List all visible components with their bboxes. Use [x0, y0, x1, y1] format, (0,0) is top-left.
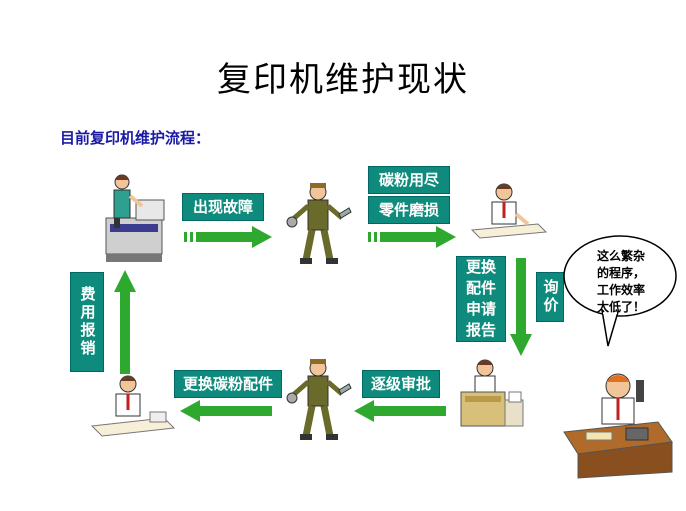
step-replace: 更换碳粉配件 — [174, 370, 282, 398]
arrow-wear — [368, 226, 456, 248]
step-fault: 出现故障 — [182, 193, 264, 221]
step-approval: 逐级审批 — [362, 370, 440, 398]
stressed-worker-phone-icon — [563, 373, 673, 479]
arrow-down — [510, 258, 532, 356]
page-title: 复印机维护现状 — [217, 60, 469, 100]
bubble-line: 工作效率 — [596, 283, 645, 297]
process-subtitle: 目前复印机维护流程： — [60, 129, 211, 147]
arrow-approval — [354, 400, 446, 422]
step-inquiry: 询价 — [536, 272, 564, 322]
copier-operator-icon — [105, 174, 165, 262]
step-request-line: 报告 — [465, 321, 496, 339]
step-reimburse: 费用报销 — [70, 272, 104, 372]
step-request-report: 更换 配件 申请 报告 — [456, 256, 506, 342]
arrow-replace — [180, 400, 272, 422]
manager-desk-icon — [460, 359, 524, 427]
speech-bubble — [563, 235, 677, 347]
bubble-text: 这么繁杂 的程序， 工作效率 太低了！ — [580, 248, 662, 316]
bubble-line: 的程序， — [596, 266, 645, 280]
step-request-line: 配件 — [465, 279, 496, 297]
repairman-icon-2 — [286, 359, 352, 440]
repairman-icon — [286, 183, 352, 264]
arrow-fault — [184, 226, 272, 248]
step-request-line: 更换 — [465, 258, 496, 276]
clerk-writing-icon — [470, 183, 548, 239]
step-request-line: 申请 — [465, 300, 496, 318]
step-parts-worn: 零件磨损 — [368, 196, 450, 224]
arrow-up — [114, 270, 136, 374]
accountant-icon — [90, 375, 176, 437]
step-toner-out: 碳粉用尽 — [368, 166, 450, 194]
bubble-line: 太低了！ — [596, 300, 645, 314]
bubble-line: 这么繁杂 — [596, 249, 645, 263]
